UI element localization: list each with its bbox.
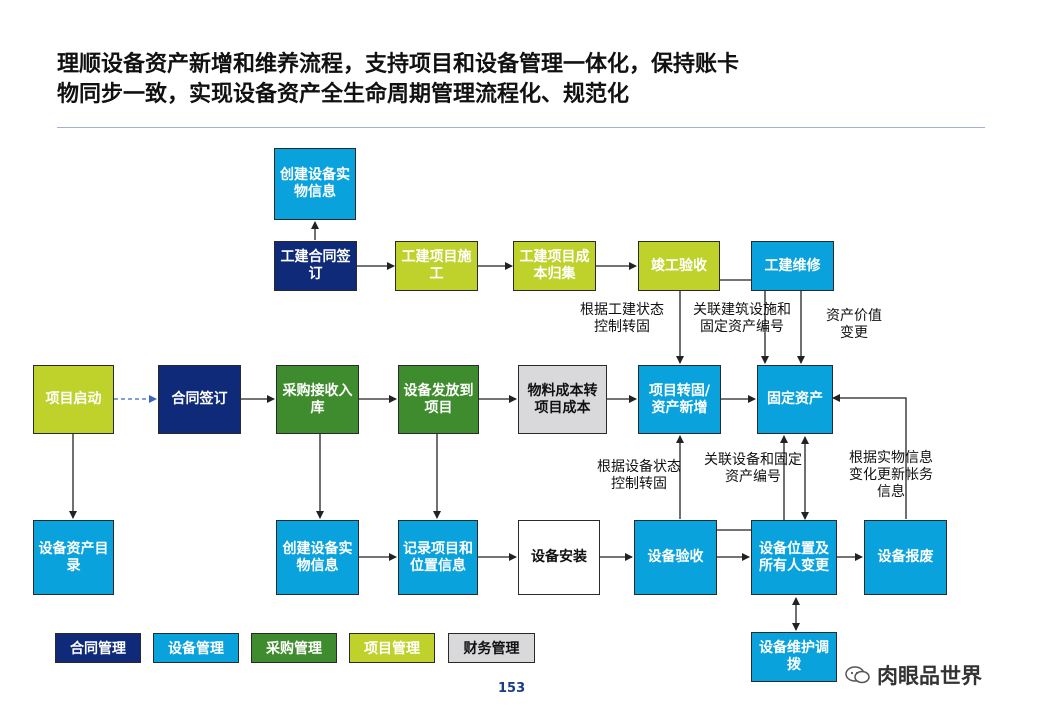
node-purchase-receive: 采购接收入库 [276,365,359,434]
legend-purchase: 采购管理 [251,633,337,663]
title-divider [57,127,985,128]
node-gj-cost: 工建项目成本归集 [513,241,596,291]
annotation-link-equipment: 关联设备和固定资产编号 [704,452,802,485]
node-gj-construction: 工建项目施工 [395,241,478,291]
annotation-eq-status: 根据设备状态控制转固 [597,459,681,492]
node-project-start: 项目启动 [33,365,114,434]
node-project-transfer: 项目转固/资产新增 [638,365,721,434]
node-scrap: 设备报废 [864,520,947,595]
node-completion: 竣工验收 [638,241,720,291]
node-fixed-asset: 固定资产 [757,365,833,434]
page-number: 153 [498,681,526,696]
node-equipment-issue: 设备发放到项目 [398,365,479,434]
node-create-entity-top: 创建设备实物信息 [274,148,356,220]
node-create-entity-bottom: 创建设备实物信息 [276,520,359,595]
node-asset-catalog: 设备资产目录 [33,520,114,595]
legend-contract: 合同管理 [55,633,141,663]
annotation-value-change: 资产价值变更 [826,308,882,341]
node-record-location: 记录项目和位置信息 [398,520,478,595]
node-location-owner-change: 设备位置及所有人变更 [751,520,837,595]
node-contract-sign: 合同签订 [158,365,241,434]
watermark-text: 肉眼品世界 [877,664,982,688]
title-line-1: 理顺设备资产新增和维养流程，支持项目和设备管理一体化，保持账卡 [57,52,740,77]
annotation-link-building: 关联建筑设施和固定资产编号 [693,302,791,335]
arrow-scrap-to-fixed [832,394,907,519]
title-line-2: 物同步一致，实现设备资产全生命周期管理流程化、规范化 [57,82,630,107]
legend-finance: 财务管理 [448,633,535,663]
node-material-cost: 物料成本转项目成本 [518,365,607,434]
annotation-gj-status: 根据工建状态控制转固 [580,302,664,335]
watermark: 肉眼品世界 [845,660,982,690]
legend-project: 项目管理 [349,633,435,663]
wechat-icon [845,666,870,684]
node-gj-contract: 工建合同签订 [274,241,357,291]
node-installation: 设备安装 [518,520,600,595]
node-maint-dispatch: 设备维护调拨 [751,632,837,682]
legend-equipment: 设备管理 [153,633,239,663]
node-gj-maintenance: 工建维修 [751,241,834,291]
page-title: 理顺设备资产新增和维养流程，支持项目和设备管理一体化，保持账卡 物同步一致，实现… [57,50,957,110]
annotation-update-info: 根据实物信息变化更新帐务信息 [849,450,933,500]
node-acceptance: 设备验收 [634,520,717,595]
